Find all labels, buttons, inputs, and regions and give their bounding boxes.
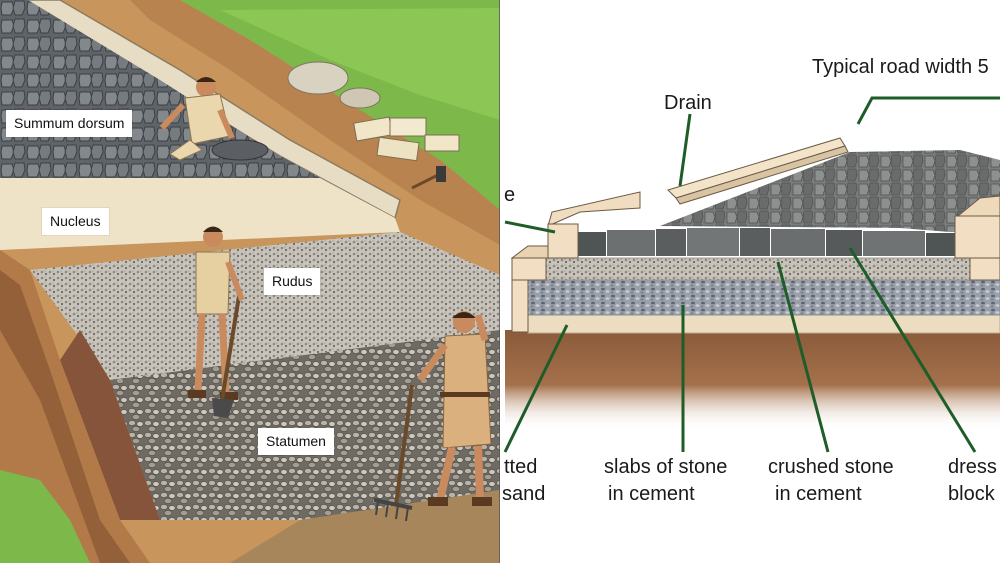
label-dressed-line2: block: [948, 483, 995, 505]
label-nucleus: Nucleus: [42, 208, 109, 235]
right-cross-section-diagram: [500, 0, 1000, 563]
worker-with-rake: [373, 311, 492, 522]
stone-blocks: [287, 61, 460, 162]
label-drain: Drain: [664, 92, 712, 114]
label-partial-left: e: [504, 184, 516, 206]
label-crushed-line2: in cement: [775, 483, 862, 505]
curb-left: [510, 191, 641, 333]
label-rudus: Rudus: [264, 268, 321, 295]
crushed-stone-layer: [544, 257, 1000, 281]
label-slabs-line2: in cement: [608, 483, 695, 505]
curb-right: [954, 195, 1000, 281]
compacted-sand-layer: [527, 314, 1000, 334]
label-summum-dorsum: Summum dorsum: [6, 110, 133, 137]
label-road-width: Typical road width 5: [812, 56, 989, 78]
dressed-blocks: [578, 228, 956, 256]
road-surface: [660, 150, 1000, 232]
rudus-layer: [30, 232, 500, 380]
label-compacted-sand-line2: sand: [502, 483, 546, 505]
soil-bed: [505, 330, 1000, 430]
label-compacted-sand-line1: tted: [504, 456, 538, 478]
label-statumen: Statumen: [258, 428, 334, 455]
label-dressed-line1: dress: [948, 456, 997, 478]
leader-lines: [503, 96, 1000, 453]
hammer-icon: [411, 166, 446, 190]
worker-kneeling: [159, 77, 269, 161]
slabs-of-stone-layer: [527, 279, 1000, 316]
label-crushed-line1: crushed stone: [768, 456, 894, 478]
label-slabs-line1: slabs of stone: [604, 456, 728, 478]
left-cross-section-illustration: [0, 0, 500, 563]
worker-with-shovel: [188, 226, 245, 418]
statumen-layer: [110, 330, 500, 520]
